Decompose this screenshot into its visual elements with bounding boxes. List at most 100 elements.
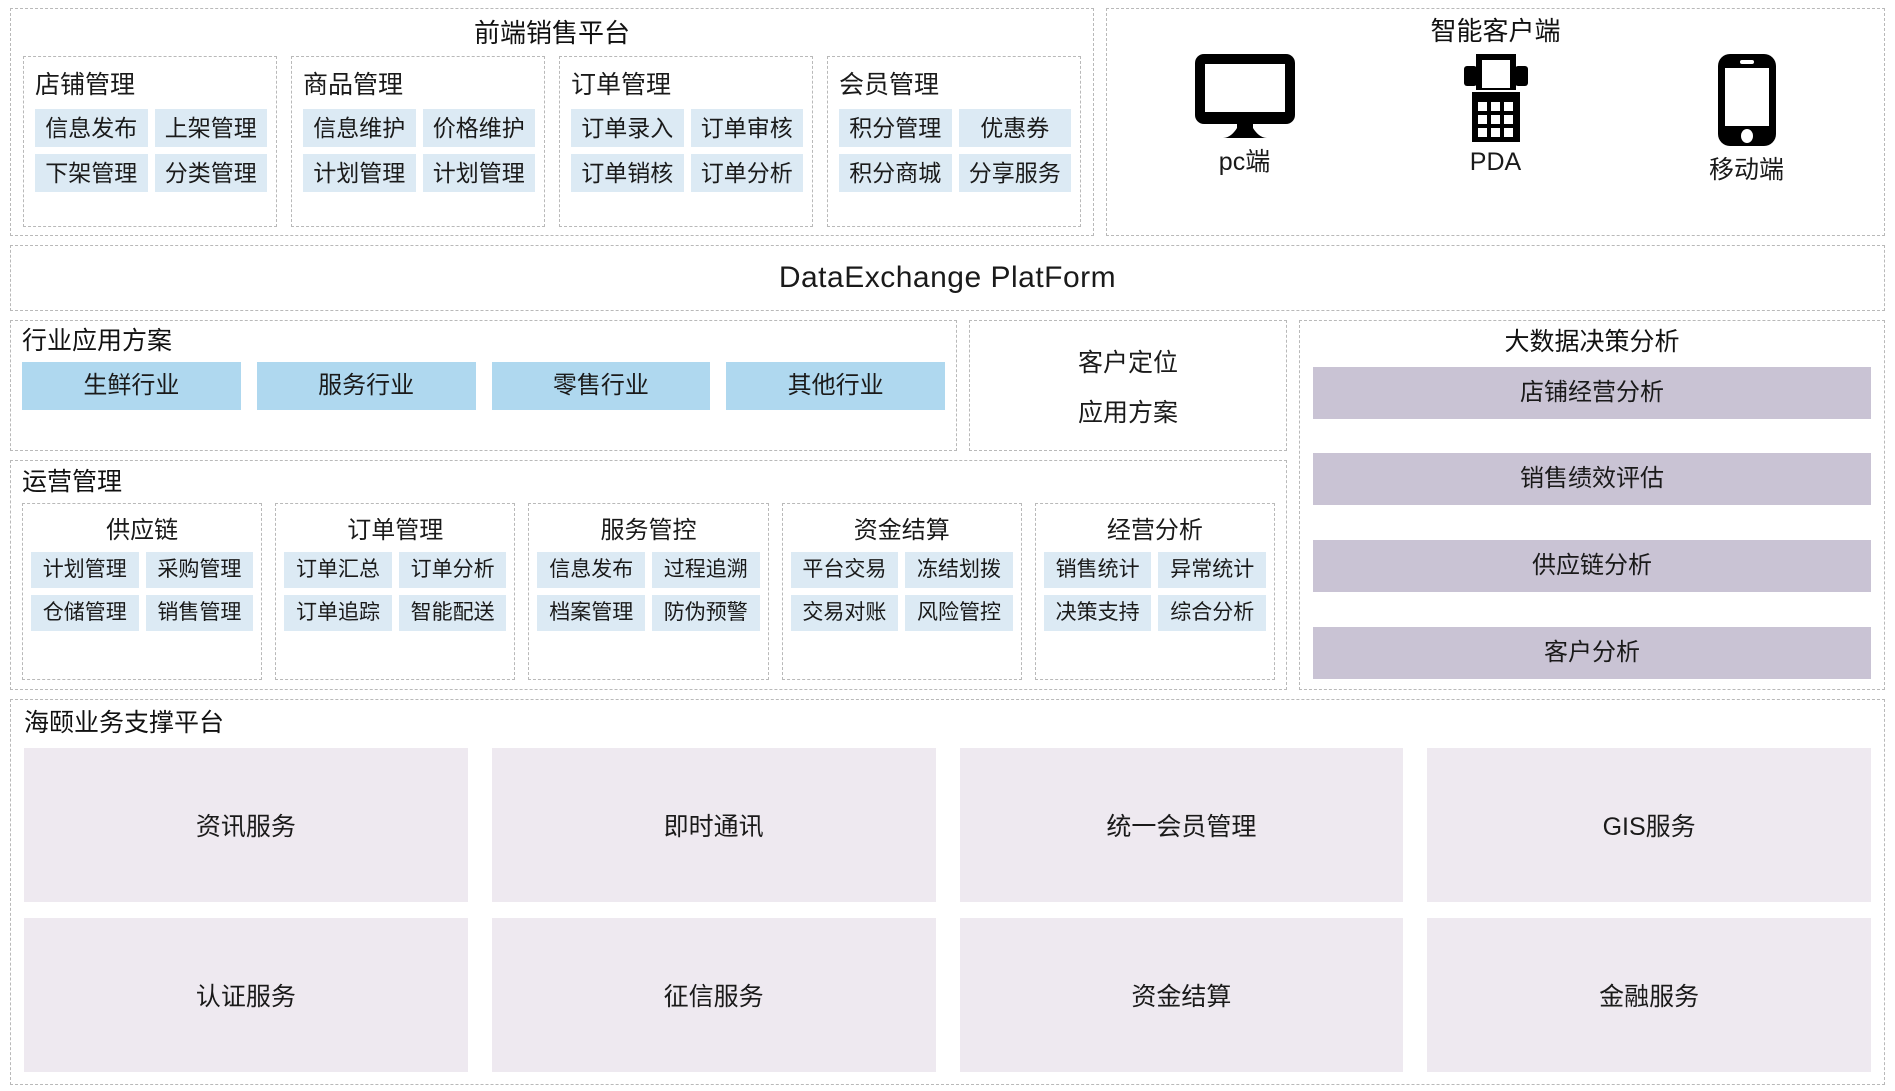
chip[interactable]: 订单录入 xyxy=(571,108,684,147)
bigdata-analysis-title: 大数据决策分析 xyxy=(1504,328,1680,356)
chip[interactable]: 过程追溯 xyxy=(652,551,760,588)
group-member-management[interactable]: 会员管理 积分管理 优惠券 积分商城 分享服务 xyxy=(827,55,1081,227)
support-chip[interactable]: 即时通讯 xyxy=(491,747,936,902)
chip[interactable]: 异常统计 xyxy=(1158,551,1267,588)
industry-solutions-panel: 行业应用方案 生鲜行业 服务行业 零售行业 其他行业 xyxy=(10,320,957,451)
chip[interactable]: 平台交易 xyxy=(790,551,899,588)
bigdata-chip[interactable]: 店铺经营分析 xyxy=(1313,366,1871,419)
data-exchange-platform-bar: DataExchange PlatForm xyxy=(10,245,1885,311)
chip[interactable]: 销售管理 xyxy=(145,594,254,631)
customer-positioning-line1: 客户定位 xyxy=(1077,348,1178,377)
bigdata-analysis-panel: 大数据决策分析 店铺经营分析 销售绩效评估 供应链分析 客户分析 xyxy=(1299,320,1885,690)
monitor-icon xyxy=(1193,52,1297,140)
support-chip[interactable]: 征信服务 xyxy=(491,917,936,1072)
group-title: 订单管理 xyxy=(347,516,444,544)
chip[interactable]: 信息发布 xyxy=(35,108,148,147)
front-platform-groups: 店铺管理 信息发布 上架管理 下架管理 分类管理 商品管理 信息维护 价格维护 … xyxy=(23,55,1081,227)
chip-grid: 销售统计 异常统计 决策支持 综合分析 xyxy=(1043,551,1267,631)
chip[interactable]: 订单汇总 xyxy=(284,551,392,588)
industry-chip[interactable]: 零售行业 xyxy=(491,361,711,410)
chip-grid: 信息发布 上架管理 下架管理 分类管理 xyxy=(35,108,267,192)
industry-chip[interactable]: 其他行业 xyxy=(726,361,945,410)
operations-management-title: 运营管理 xyxy=(22,468,123,496)
ops-group-order-management[interactable]: 订单管理 订单汇总 订单分析 订单追踪 智能配送 xyxy=(275,502,516,680)
group-title: 服务管控 xyxy=(600,516,697,544)
chip[interactable]: 信息发布 xyxy=(537,551,645,588)
group-title: 商品管理 xyxy=(303,70,404,99)
bigdata-chip[interactable]: 客户分析 xyxy=(1313,626,1871,679)
industry-chip-list: 生鲜行业 服务行业 零售行业 其他行业 xyxy=(22,361,945,443)
chip[interactable]: 仓储管理 xyxy=(31,594,139,631)
chip[interactable]: 价格维护 xyxy=(422,108,535,147)
chip[interactable]: 计划管理 xyxy=(31,551,139,588)
middle-row: 行业应用方案 生鲜行业 服务行业 零售行业 其他行业 客户定位 应用方案 运营管… xyxy=(10,320,1885,690)
group-product-management[interactable]: 商品管理 信息维护 价格维护 计划管理 计划管理 xyxy=(291,55,545,227)
group-title: 会员管理 xyxy=(839,70,940,99)
device-pda[interactable]: PDA xyxy=(1406,52,1586,177)
chip-grid: 计划管理 采购管理 仓储管理 销售管理 xyxy=(31,551,254,631)
chip[interactable]: 分享服务 xyxy=(958,153,1071,192)
mobile-icon xyxy=(1716,52,1778,148)
group-store-management[interactable]: 店铺管理 信息发布 上架管理 下架管理 分类管理 xyxy=(23,55,277,227)
support-platform-title: 海颐业务支撑平台 xyxy=(24,709,225,737)
middle-top-row: 行业应用方案 生鲜行业 服务行业 零售行业 其他行业 客户定位 应用方案 xyxy=(10,320,1287,451)
support-chip[interactable]: 认证服务 xyxy=(24,917,468,1072)
chip[interactable]: 优惠券 xyxy=(958,108,1071,147)
group-title: 资金结算 xyxy=(853,516,950,544)
chip-grid: 订单汇总 订单分析 订单追踪 智能配送 xyxy=(284,551,507,631)
industry-chip[interactable]: 服务行业 xyxy=(256,361,476,410)
chip[interactable]: 计划管理 xyxy=(422,153,535,192)
ops-group-service-control[interactable]: 服务管控 信息发布 过程追溯 档案管理 防伪预警 xyxy=(528,502,769,680)
ops-group-fund-settlement[interactable]: 资金结算 平台交易 冻结划拨 交易对账 风险管控 xyxy=(781,502,1022,680)
bigdata-chip[interactable]: 销售绩效评估 xyxy=(1313,453,1871,506)
chip[interactable]: 防伪预警 xyxy=(652,594,760,631)
chip[interactable]: 交易对账 xyxy=(790,594,899,631)
chip[interactable]: 分类管理 xyxy=(154,153,267,192)
industry-solutions-title: 行业应用方案 xyxy=(22,327,173,355)
chip[interactable]: 订单审核 xyxy=(690,108,803,147)
bigdata-chip-list: 店铺经营分析 销售绩效评估 供应链分析 客户分析 xyxy=(1313,366,1871,680)
support-chip[interactable]: 统一会员管理 xyxy=(959,747,1404,902)
support-chip[interactable]: 资金结算 xyxy=(959,917,1404,1072)
device-pc[interactable]: pc端 xyxy=(1155,52,1335,178)
support-chip[interactable]: 金融服务 xyxy=(1427,917,1871,1072)
chip[interactable]: 档案管理 xyxy=(537,594,645,631)
chip-grid: 平台交易 冻结划拨 交易对账 风险管控 xyxy=(790,551,1013,631)
support-chip[interactable]: 资讯服务 xyxy=(24,747,468,902)
chip-grid: 信息发布 过程追溯 档案管理 防伪预警 xyxy=(537,551,760,631)
chip[interactable]: 信息维护 xyxy=(303,108,416,147)
device-mobile[interactable]: 移动端 xyxy=(1657,52,1837,186)
chip[interactable]: 上架管理 xyxy=(154,108,267,147)
support-chip-grid: 资讯服务 即时通讯 统一会员管理 GIS服务 认证服务 征信服务 资金结算 金融… xyxy=(24,747,1871,1072)
chip[interactable]: 采购管理 xyxy=(145,551,254,588)
chip[interactable]: 订单追踪 xyxy=(284,594,392,631)
chip[interactable]: 综合分析 xyxy=(1158,594,1267,631)
chip[interactable]: 积分管理 xyxy=(839,108,952,147)
chip[interactable]: 决策支持 xyxy=(1043,594,1152,631)
support-chip[interactable]: GIS服务 xyxy=(1427,747,1871,902)
industry-chip[interactable]: 生鲜行业 xyxy=(22,361,241,410)
chip[interactable]: 下架管理 xyxy=(35,153,148,192)
customer-positioning-line2: 应用方案 xyxy=(1077,398,1178,427)
device-list: pc端 xyxy=(1119,50,1872,229)
chip[interactable]: 冻结划拨 xyxy=(905,551,1013,588)
ops-group-supply-chain[interactable]: 供应链 计划管理 采购管理 仓储管理 销售管理 xyxy=(22,502,263,680)
chip[interactable]: 智能配送 xyxy=(398,594,507,631)
pda-icon xyxy=(1456,52,1536,146)
bigdata-chip[interactable]: 供应链分析 xyxy=(1313,540,1871,593)
chip[interactable]: 订单分析 xyxy=(690,153,803,192)
smart-client-panel: 智能客户端 pc端 xyxy=(1106,8,1885,236)
data-exchange-platform-title: DataExchange PlatForm xyxy=(778,261,1117,294)
group-order-management[interactable]: 订单管理 订单录入 订单审核 订单销核 订单分析 xyxy=(559,55,813,227)
chip[interactable]: 订单分析 xyxy=(398,551,507,588)
chip[interactable]: 订单销核 xyxy=(571,153,684,192)
front-sales-platform-panel: 前端销售平台 店铺管理 信息发布 上架管理 下架管理 分类管理 商品管理 信息维… xyxy=(10,8,1094,236)
chip[interactable]: 风险管控 xyxy=(905,594,1013,631)
group-title: 订单管理 xyxy=(571,70,672,99)
chip[interactable]: 积分商城 xyxy=(839,153,952,192)
support-platform-panel: 海颐业务支撑平台 资讯服务 即时通讯 统一会员管理 GIS服务 认证服务 征信服… xyxy=(10,699,1885,1085)
chip[interactable]: 计划管理 xyxy=(303,153,416,192)
ops-group-business-analysis[interactable]: 经营分析 销售统计 异常统计 决策支持 综合分析 xyxy=(1034,502,1276,680)
chip[interactable]: 销售统计 xyxy=(1043,551,1152,588)
